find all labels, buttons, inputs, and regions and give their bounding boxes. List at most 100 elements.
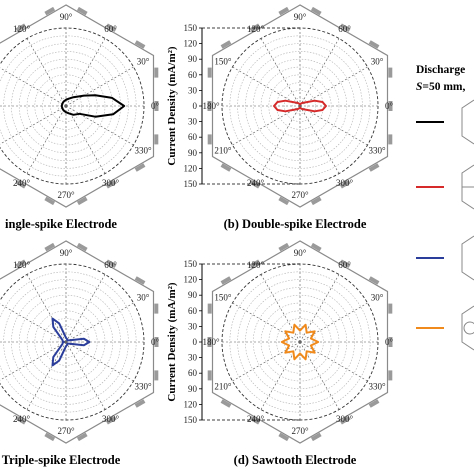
angle-tick-label: 240° xyxy=(13,178,31,188)
grid-circle xyxy=(291,97,309,115)
panel-a: 0°30°60°90°120°150°180°210°240°270°300°3… xyxy=(0,4,159,231)
radial-tick-label: 0 xyxy=(193,337,198,347)
angle-tick-label: 270° xyxy=(291,190,309,200)
angle-tick-label: 330° xyxy=(369,382,387,392)
electrode-mark xyxy=(368,276,380,285)
grid-spoke xyxy=(232,341,301,382)
angle-tick-label: 300° xyxy=(336,414,354,424)
electrode-mark xyxy=(339,259,351,268)
grid-spoke xyxy=(65,341,106,410)
grid-spoke xyxy=(232,105,301,146)
grid-spoke xyxy=(26,274,67,343)
grid-circle xyxy=(268,310,332,374)
hexagon-frame xyxy=(211,240,389,444)
angle-tick-label: 330° xyxy=(135,382,153,392)
legend: Discharge S=50 mm, xyxy=(416,64,474,351)
radial-axis-title: Current Density (mA/m²) xyxy=(166,282,178,402)
grid-spoke xyxy=(0,105,67,145)
angle-tick-label: 0° xyxy=(385,101,394,111)
grid-spoke xyxy=(65,341,134,382)
angle-tick-label: 60° xyxy=(338,24,351,34)
grid-circle xyxy=(11,287,121,397)
radial-tick-label: 30 xyxy=(188,353,198,363)
electrode-mark xyxy=(368,399,380,408)
radial-tick-label: 90 xyxy=(188,54,198,64)
panel-caption: (b) Double-spike Electrode xyxy=(224,217,367,231)
angle-tick-label: 30° xyxy=(137,293,150,303)
angle-tick-label: 270° xyxy=(57,190,75,200)
grid-circle xyxy=(229,271,371,413)
legend-subtitle-value: =50 mm, xyxy=(422,81,465,93)
radial-tick-label: 60 xyxy=(188,368,198,378)
legend-title: Discharge xyxy=(416,64,465,76)
radial-tick-label: 30 xyxy=(188,117,198,127)
grid-circle xyxy=(229,35,371,177)
electrode-mark xyxy=(105,416,117,425)
legend-subtitle-symbol: S xyxy=(416,81,422,93)
grid-circle xyxy=(50,326,82,358)
radial-tick-label: 60 xyxy=(188,306,198,316)
grid-circle xyxy=(18,294,114,390)
grid-spoke xyxy=(232,66,301,107)
legend-subtitle: S=50 mm, xyxy=(416,81,465,93)
grid-circle xyxy=(0,35,137,177)
grid-circle xyxy=(34,310,98,374)
panel-d: 0°30°60°90°120°150°180°210°240°270°300°3… xyxy=(166,240,394,467)
radial-tick-label: 90 xyxy=(188,290,198,300)
grid-spoke xyxy=(65,105,106,174)
electrode-mark xyxy=(15,416,27,425)
radial-tick-label: 150 xyxy=(184,23,198,33)
grid-spoke xyxy=(260,38,301,107)
grid-spoke xyxy=(0,341,67,381)
grid-spoke xyxy=(65,274,106,343)
electrode-mark xyxy=(310,242,322,252)
angle-tick-label: 90° xyxy=(294,248,307,258)
electrode-mark xyxy=(278,432,290,442)
electrode-mark xyxy=(15,180,27,189)
radial-tick-label: 150 xyxy=(184,179,198,189)
electrode-mark xyxy=(310,196,322,206)
angle-tick-label: 300° xyxy=(102,414,120,424)
grid-spoke xyxy=(299,302,368,343)
grid-spoke xyxy=(299,38,340,107)
angle-tick-label: 90° xyxy=(294,12,307,22)
angle-tick-label: 240° xyxy=(247,178,265,188)
grid-spoke xyxy=(299,341,368,382)
electrode-mark xyxy=(105,180,117,189)
hexagon-frame xyxy=(0,4,155,208)
radial-tick-label: 120 xyxy=(184,163,198,173)
panel-caption: (d) Sawtooth Electrode xyxy=(234,453,357,467)
angle-tick-label: 120° xyxy=(247,24,265,34)
electrode-mark xyxy=(44,242,56,252)
electrode-mark xyxy=(339,416,351,425)
grid-circle xyxy=(57,333,75,351)
angle-tick-label: 0° xyxy=(385,337,394,347)
electrode-mark xyxy=(76,6,88,16)
radial-tick-label: 60 xyxy=(188,132,198,142)
radial-tick-label: 30 xyxy=(188,85,198,95)
panel-c: 0°30°60°90°120°150°180°210°240°270°300°3… xyxy=(0,240,159,467)
grid-spoke xyxy=(26,38,67,107)
electrode-mark xyxy=(15,259,27,268)
radial-tick-label: 30 xyxy=(188,321,198,331)
grid-circle xyxy=(0,271,137,413)
electrode-mark xyxy=(134,399,146,408)
legend-electrode-sketch xyxy=(461,99,474,145)
hexagon-frame xyxy=(211,4,389,208)
grid-spoke xyxy=(65,66,134,107)
grid-circle xyxy=(237,43,363,169)
grid-spoke xyxy=(299,105,368,146)
grid-circle xyxy=(11,51,121,161)
grid-spoke xyxy=(65,38,106,107)
grid-circle xyxy=(252,294,348,390)
grid-circle xyxy=(245,287,355,397)
angle-tick-label: 300° xyxy=(102,178,120,188)
electrode-mark xyxy=(278,196,290,206)
grid-circle xyxy=(3,279,129,405)
angle-tick-label: 30° xyxy=(137,57,150,67)
grid-circle xyxy=(284,90,316,122)
grid-circle xyxy=(268,74,332,138)
radial-tick-label: 0 xyxy=(193,101,198,111)
panel-caption: Triple-spike Electrode xyxy=(2,453,121,467)
hexagon-frame xyxy=(0,240,155,444)
